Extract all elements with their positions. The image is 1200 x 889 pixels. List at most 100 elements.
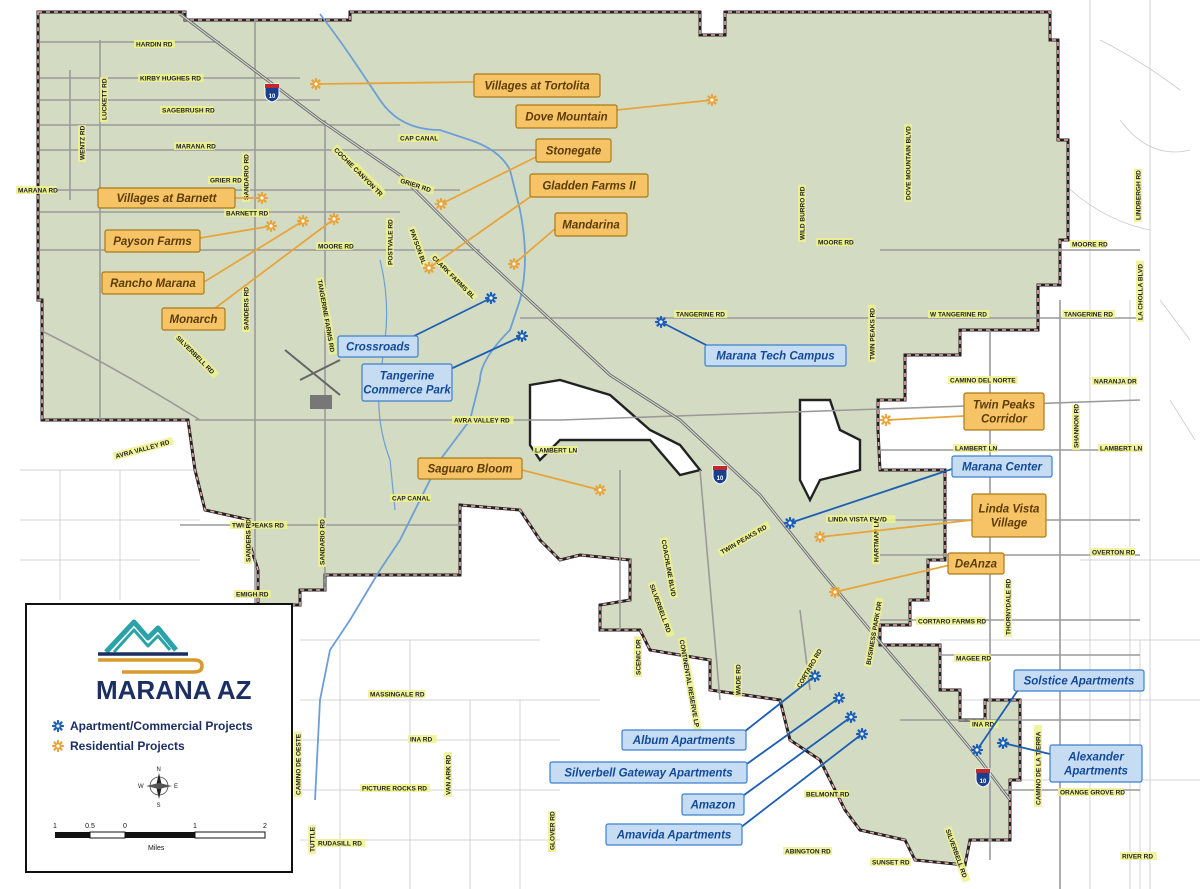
- alexander-apartments-leader: [1002, 742, 1051, 755]
- monarch-marker-icon: [327, 212, 341, 226]
- monarch-callout[interactable]: Monarch: [161, 307, 226, 331]
- solstice-apartments-callout[interactable]: Solstice Apartments: [1013, 669, 1145, 692]
- mandarina-callout[interactable]: Mandarina: [554, 212, 628, 237]
- linda-vista-village-label: Linda Vista: [979, 504, 1041, 516]
- saguaro-bloom-label: Saguaro Bloom: [428, 464, 513, 476]
- road-label: CAMINO DE LA TIERRA: [1034, 725, 1043, 807]
- road-label: CORTARO FARMS RD: [916, 617, 986, 626]
- alexander-apartments-label: Apartments: [1063, 766, 1128, 778]
- scale-tick: 0: [123, 823, 127, 830]
- compass-n: N: [157, 767, 161, 773]
- rancho-marana-callout[interactable]: Rancho Marana: [101, 271, 205, 295]
- road-label-text: KIRBY HUGHES RD: [140, 76, 201, 83]
- solstice-apartments-label: Solstice Apartments: [1024, 676, 1135, 688]
- saguaro-bloom-marker-icon: [593, 483, 607, 497]
- road-label: MOORE RD: [316, 242, 354, 251]
- road-label-text: CAP CANAL: [392, 496, 430, 503]
- road-label-text: SCENIC DR: [636, 639, 643, 675]
- dove-mountain-leader: [616, 99, 713, 111]
- road-label-text: MOORE RD: [818, 240, 854, 247]
- road-label-text: WILD BURRO RD: [800, 186, 807, 240]
- dove-mountain-callout[interactable]: Dove Mountain: [515, 104, 618, 129]
- stonegate-label: Stonegate: [546, 146, 602, 158]
- stonegate-callout[interactable]: Stonegate: [535, 138, 612, 163]
- solstice-apartments-leader: [976, 689, 1019, 751]
- road-label-text: RUDASILL RD: [318, 841, 362, 848]
- legend-residential-marker-icon: [51, 739, 65, 753]
- saguaro-bloom-callout[interactable]: Saguaro Bloom: [417, 457, 523, 480]
- villages-at-barnett-callout[interactable]: Villages at Barnett: [97, 187, 236, 209]
- marana-center-callout[interactable]: Marana Center: [951, 455, 1053, 478]
- road-label: LUCKETT RD: [100, 77, 109, 122]
- road-label-text: MOORE RD: [1072, 242, 1108, 249]
- road-label: MOORE RD: [816, 238, 854, 247]
- road-label-text: SANDERS RD: [244, 287, 251, 330]
- road-label-text: CAMINO DE LA TIERRA: [1036, 731, 1043, 805]
- twin-peaks-corridor-label: Corridor: [981, 414, 1028, 426]
- road-label: CAMINO DEL NORTE: [948, 376, 1018, 385]
- alexander-apartments-marker-icon: [996, 736, 1010, 750]
- gladden-farms-ii-marker-icon: [422, 261, 436, 275]
- road-label-text: RIVER RD: [1122, 854, 1153, 861]
- deanza-leader: [834, 564, 951, 593]
- marana-tech-campus-leader: [660, 321, 713, 349]
- mandarina-leader: [513, 227, 557, 265]
- road-label-text: LUCKETT RD: [102, 78, 109, 120]
- silverbell-gateway-apartments-callout[interactable]: Silverbell Gateway Apartments: [549, 761, 748, 784]
- deanza-callout[interactable]: DeAnza: [947, 552, 1005, 575]
- road-label-text: MAGEE RD: [956, 656, 991, 663]
- road-label-text: LAMBERT LN: [955, 446, 998, 453]
- road-label-text: HARTMAN LN: [874, 518, 881, 562]
- twin-peaks-corridor-marker-icon: [879, 413, 893, 427]
- road-label-text: SAGEBRUSH RD: [162, 108, 215, 115]
- rancho-marana-label: Rancho Marana: [110, 278, 196, 290]
- road-label: RUDASILL RD: [316, 839, 366, 848]
- gladden-farms-ii-leader: [428, 189, 541, 269]
- unincorporated-area: [528, 378, 703, 477]
- marana-tech-campus-callout[interactable]: Marana Tech Campus: [704, 344, 847, 367]
- road-label: LAMBERT LN: [1098, 444, 1143, 453]
- crossroads-marker-icon: [484, 291, 498, 305]
- tangerine-commerce-park-label: Commerce Park: [363, 385, 451, 397]
- road-label-text: BARNETT RD: [226, 211, 269, 218]
- amazon-callout[interactable]: Amazon: [681, 793, 745, 816]
- road-label: RIVER RD: [1120, 852, 1157, 861]
- villages-at-tortolita-marker-icon: [309, 77, 323, 91]
- album-apartments-callout[interactable]: Album Apartments: [621, 729, 747, 751]
- amavida-apartments-callout[interactable]: Amavida Apartments: [605, 823, 743, 846]
- road-label-text: GLOVER RD: [550, 811, 557, 850]
- legend-panel: MARANA AZ Apartment/Commercial ProjectsR…: [25, 603, 293, 873]
- villages-at-tortolita-leader: [315, 81, 475, 85]
- legend-item-label: Apartment/Commercial Projects: [70, 719, 253, 733]
- road-label-text: EMIGH RD: [236, 592, 269, 599]
- road-label-text: NARANJA DR: [1094, 379, 1137, 386]
- stonegate-leader: [440, 154, 541, 205]
- road-label-text: PICTURE ROCKS RD: [362, 786, 427, 793]
- road-label-text: SANDARIO RD: [244, 154, 251, 200]
- compass-e: E: [174, 784, 178, 790]
- road-label-text: MARANA RD: [18, 188, 58, 195]
- road-label-text: INA RD: [410, 737, 432, 744]
- villages-at-tortolita-callout[interactable]: Villages at Tortolita: [473, 73, 601, 98]
- road-label: WADE RD: [734, 664, 743, 697]
- road-label: HARDIN RD: [134, 40, 175, 49]
- road-label-text: OVERTON RD: [1092, 550, 1136, 557]
- road-label: INA RD: [408, 735, 437, 744]
- gladden-farms-ii-callout[interactable]: Gladden Farms II: [529, 173, 649, 198]
- compass-s: S: [157, 803, 161, 809]
- scale-tick: 2: [263, 823, 267, 830]
- payson-farms-callout[interactable]: Payson Farms: [104, 229, 201, 253]
- road-label: GRIER RD: [208, 176, 245, 185]
- interstate-number: 10: [717, 476, 724, 482]
- road-label: KIRBY HUGHES RD: [138, 74, 204, 83]
- crossroads-callout[interactable]: Crossroads: [337, 335, 419, 358]
- road-label: SANDERS RD: [242, 287, 251, 332]
- dove-mountain-label: Dove Mountain: [525, 112, 607, 124]
- road-label: CAMINO DE OESTE: [294, 731, 303, 797]
- road-label: SCENIC DR: [634, 636, 643, 677]
